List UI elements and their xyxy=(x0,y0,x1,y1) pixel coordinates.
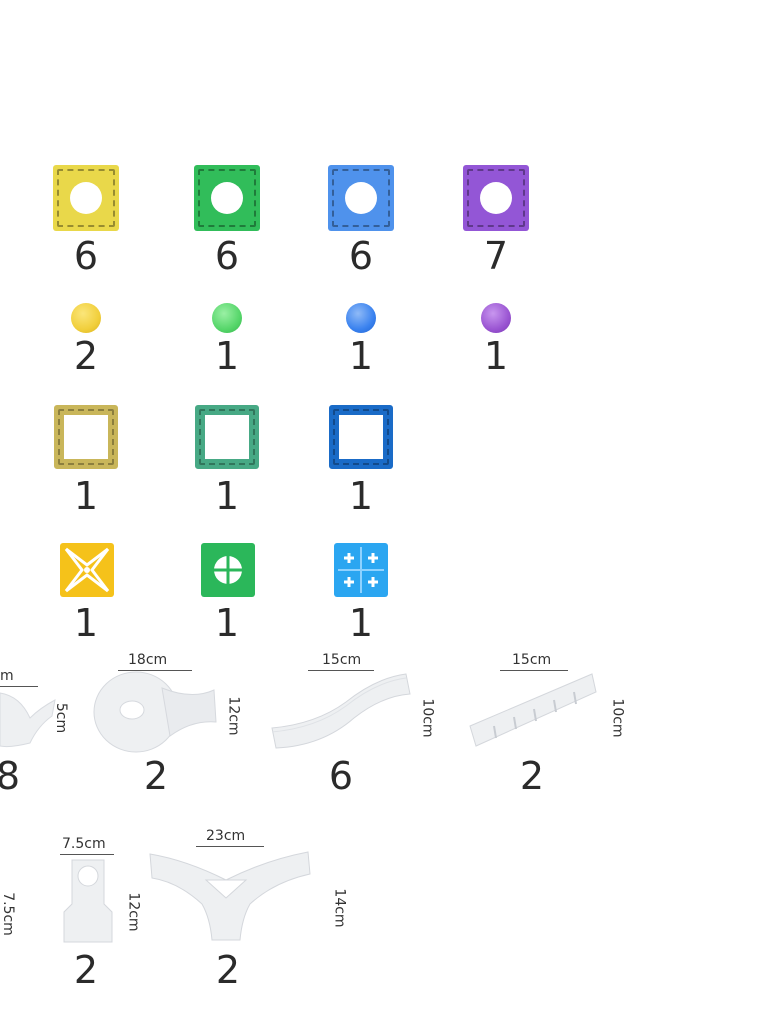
purple-hole-tile xyxy=(463,165,529,231)
ribbed-slide-width-label: 15cm xyxy=(512,652,552,668)
y-junction-piece xyxy=(149,851,311,941)
spiral-width-label: 18cm xyxy=(128,652,168,668)
blue-hole-tile xyxy=(328,165,394,231)
spiral-height-label: 12cm xyxy=(225,696,242,736)
count-y-junction-piece: 2 xyxy=(215,948,241,992)
count-support-post-piece: 2 xyxy=(73,948,99,992)
crosshair-tile-icon xyxy=(201,543,255,597)
spiral-piece xyxy=(93,671,217,753)
ribbed-slide-height-label: 10cm xyxy=(609,698,626,738)
square-tile-with-hole-icon xyxy=(211,182,243,214)
curved-slide-piece xyxy=(271,673,411,749)
plus-grid-tile-icon xyxy=(334,543,388,597)
funnel-height-label: 5cm xyxy=(53,702,70,734)
count-yellow-frame: 1 xyxy=(73,474,99,518)
y-junction-height-label: 14cm xyxy=(331,888,348,928)
count-blue-hole-tile: 6 xyxy=(348,234,374,278)
purple-marble-ball-icon xyxy=(481,303,511,333)
ribbed-slide-piece xyxy=(469,673,597,747)
count-crosshair-tile: 1 xyxy=(214,601,240,645)
left-partial-height-label: 7.5cm xyxy=(0,892,16,936)
yellow-hole-tile xyxy=(53,165,119,231)
count-purple-hole-tile: 7 xyxy=(483,234,509,278)
count-yellow-hole-tile: 6 xyxy=(73,234,99,278)
funnel-width-label: m xyxy=(0,668,14,684)
curved-slide-width-label: 15cm xyxy=(322,652,362,668)
square-tile-with-hole-icon xyxy=(480,182,512,214)
y-junction-width-label: 23cm xyxy=(206,828,246,844)
count-green-frame: 1 xyxy=(214,474,240,518)
blue-marble-ball-icon xyxy=(346,303,376,333)
square-tile-with-hole-icon xyxy=(345,182,377,214)
count-ribbed-slide-piece: 2 xyxy=(519,754,545,798)
count-purple-ball: 1 xyxy=(483,334,509,378)
x-pattern-tile-icon xyxy=(60,543,114,597)
yellow-marble-ball-icon xyxy=(71,303,101,333)
count-blue-frame: 1 xyxy=(348,474,374,518)
yellow-square-frame-tile-icon xyxy=(54,405,118,469)
count-yellow-ball: 2 xyxy=(73,334,99,378)
blue-square-frame-tile-icon xyxy=(329,405,393,469)
square-tile-with-hole-icon xyxy=(70,182,102,214)
count-blue-ball: 1 xyxy=(348,334,374,378)
green-hole-tile xyxy=(194,165,260,231)
count-spiral-piece: 2 xyxy=(143,754,169,798)
count-green-hole-tile: 6 xyxy=(214,234,240,278)
curved-slide-height-label: 10cm xyxy=(419,698,436,738)
count-x-pattern-tile: 1 xyxy=(73,601,99,645)
count-green-ball: 1 xyxy=(214,334,240,378)
count-plus-grid-tile: 1 xyxy=(348,601,374,645)
support-post-height-label: 12cm xyxy=(125,892,142,932)
count-funnel-piece: 8 xyxy=(0,754,21,798)
funnel-piece xyxy=(0,692,56,748)
green-square-frame-tile-icon xyxy=(195,405,259,469)
support-post-piece xyxy=(63,859,113,943)
green-marble-ball-icon xyxy=(212,303,242,333)
count-curved-slide-piece: 6 xyxy=(328,754,354,798)
support-post-width-label: 7.5cm xyxy=(62,836,106,852)
